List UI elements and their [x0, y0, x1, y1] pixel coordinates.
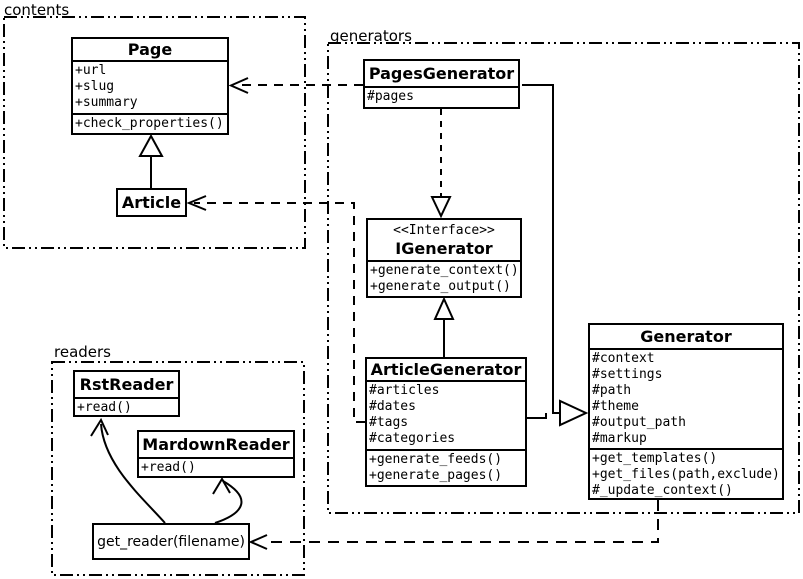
class-rstreader-methods: +read()	[75, 399, 178, 417]
method: +get_files(path,exclude)	[592, 467, 780, 482]
class-rstreader: RstReader +read()	[73, 370, 180, 417]
class-generator-title: Generator	[590, 325, 782, 350]
method: +check_properties()	[75, 116, 224, 131]
class-mardownreader: MardownReader +read()	[137, 430, 295, 478]
call-arrow-getreader-mardownreader	[212, 477, 243, 524]
class-articlegenerator-methods: +generate_feeds() +generate_pages()	[367, 451, 525, 485]
class-page: Page +url +slug +summary +check_properti…	[71, 37, 229, 135]
realization-arrow-pagesgenerator-igenerator	[430, 109, 452, 219]
attribute: #settings	[592, 367, 663, 382]
attribute: #output_path	[592, 415, 686, 430]
class-page-title: Page	[73, 39, 227, 62]
interface-igenerator: <<Interface>> IGenerator +generate_conte…	[366, 218, 522, 298]
class-articlegenerator-title: ArticleGenerator	[367, 359, 525, 382]
interface-igenerator-title: <<Interface>> IGenerator	[368, 220, 520, 262]
class-mardownreader-title: MardownReader	[139, 432, 293, 459]
dependency-arrow-articlegenerator-article	[186, 195, 365, 423]
attribute: #markup	[592, 431, 647, 446]
attribute: +slug	[75, 79, 115, 94]
class-article-title: Article	[121, 193, 182, 212]
interface-stereotype: <<Interface>>	[393, 222, 495, 238]
dependency-arrow-pagesgenerator-page	[228, 77, 363, 94]
generalization-arrows-generators-generator	[522, 84, 589, 427]
class-pagesgenerator-title: PagesGenerator	[365, 61, 518, 88]
method: +generate_feeds()	[369, 452, 503, 467]
method: #_update_context()	[592, 483, 733, 498]
interface-igenerator-methods: +generate_context() +generate_output()	[368, 262, 520, 296]
attribute: #context	[592, 351, 655, 366]
attribute: +summary	[75, 95, 138, 110]
class-page-methods: +check_properties()	[73, 115, 227, 133]
method: +generate_context()	[370, 263, 519, 278]
attribute: #pages	[367, 89, 414, 104]
class-rstreader-title: RstReader	[75, 372, 178, 399]
class-pagesgenerator-attributes: #pages	[365, 88, 518, 106]
attribute: #articles	[369, 383, 440, 398]
generalization-arrow-article-page	[138, 133, 164, 188]
method: +read()	[77, 400, 132, 415]
attribute: #theme	[592, 399, 639, 414]
class-articlegenerator: ArticleGenerator #articles #dates #tags …	[365, 357, 527, 487]
dependency-arrow-generator-getreader	[248, 500, 659, 550]
contents-package-frame	[3, 16, 306, 249]
class-article: Article	[116, 188, 187, 217]
function-getreader: get_reader(filename)	[92, 523, 250, 560]
class-articlegenerator-attributes: #articles #dates #tags #categories	[367, 382, 525, 451]
class-generator-methods: +get_templates() +get_files(path,exclude…	[590, 450, 782, 500]
generators-package-label: generators	[330, 27, 412, 45]
attribute: +url	[75, 63, 107, 78]
class-page-attributes: +url +slug +summary	[73, 62, 227, 115]
readers-package-frame	[51, 361, 305, 576]
interface-name: IGenerator	[395, 238, 493, 258]
call-arrow-getreader-rstreader	[90, 417, 166, 524]
class-generator-attributes: #context #settings #path #theme #output_…	[590, 350, 782, 450]
attribute: #categories	[369, 431, 456, 446]
class-pagesgenerator: PagesGenerator #pages	[363, 59, 520, 109]
contents-package-label: contents	[4, 1, 70, 19]
class-mardownreader-methods: +read()	[139, 459, 293, 477]
generators-package-frame	[327, 42, 800, 514]
method: +read()	[141, 460, 196, 475]
readers-package-label: readers	[54, 343, 111, 361]
method: +generate_output()	[370, 279, 511, 294]
attribute: #dates	[369, 399, 416, 414]
attribute: #tags	[369, 415, 409, 430]
generalization-arrow-articlegenerator-igenerator	[433, 296, 455, 357]
class-generator: Generator #context #settings #path #them…	[588, 323, 784, 500]
method: +generate_pages()	[369, 468, 503, 483]
attribute: #path	[592, 383, 632, 398]
method: +get_templates()	[592, 451, 718, 466]
